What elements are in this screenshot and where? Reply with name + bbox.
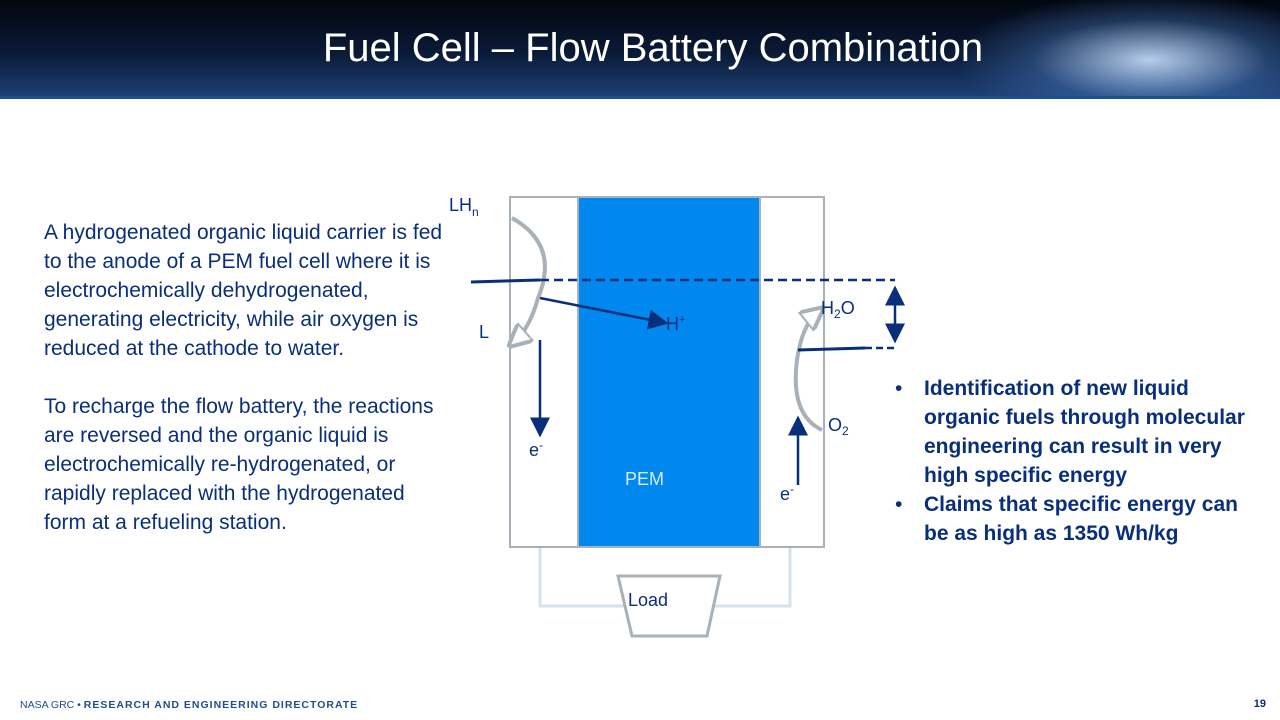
pem-membrane — [577, 196, 761, 548]
anode-level-line — [470, 278, 541, 284]
page-number: 19 — [1253, 698, 1266, 710]
footer: NASA GRC • RESEARCH AND ENGINEERING DIRE… — [20, 699, 358, 711]
footer-org: NASA GRC — [20, 699, 75, 711]
cathode-level-line — [797, 346, 866, 352]
proton-arrow — [539, 296, 669, 330]
bullet-item: Claims that specific energy can be as hi… — [895, 490, 1245, 548]
key-points-list: Identification of new liquid organic fue… — [895, 374, 1245, 548]
cathode-compartment — [759, 196, 825, 548]
pem-label: PEM — [625, 469, 664, 489]
load-box — [616, 574, 722, 638]
description-paragraph-2: To recharge the flow battery, the reacti… — [44, 395, 434, 534]
slide-title: Fuel Cell – Flow Battery Combination — [322, 26, 984, 70]
load-label: Load — [628, 590, 668, 610]
l-label: L — [479, 322, 489, 342]
banner-divider — [0, 96, 1280, 99]
h-plus-label: H+ — [666, 314, 685, 334]
anode-flow-arrow — [512, 216, 547, 342]
h2o-label: H2O — [821, 298, 855, 321]
bullet-item: Identification of new liquid organic fue… — [895, 374, 1245, 490]
title-banner — [0, 0, 1280, 96]
footer-directorate: RESEARCH AND ENGINEERING DIRECTORATE — [83, 699, 359, 711]
o2-label: O2 — [828, 415, 849, 438]
electron-left-label: e- — [529, 438, 543, 460]
lhn-label: LHn — [449, 195, 479, 219]
footer-separator: • — [74, 699, 84, 711]
description-paragraph-1: A hydrogenated organic liquid carrier is… — [44, 221, 443, 360]
description-text: A hydrogenated organic liquid carrier is… — [44, 218, 444, 566]
electron-right-label: e- — [780, 482, 794, 504]
